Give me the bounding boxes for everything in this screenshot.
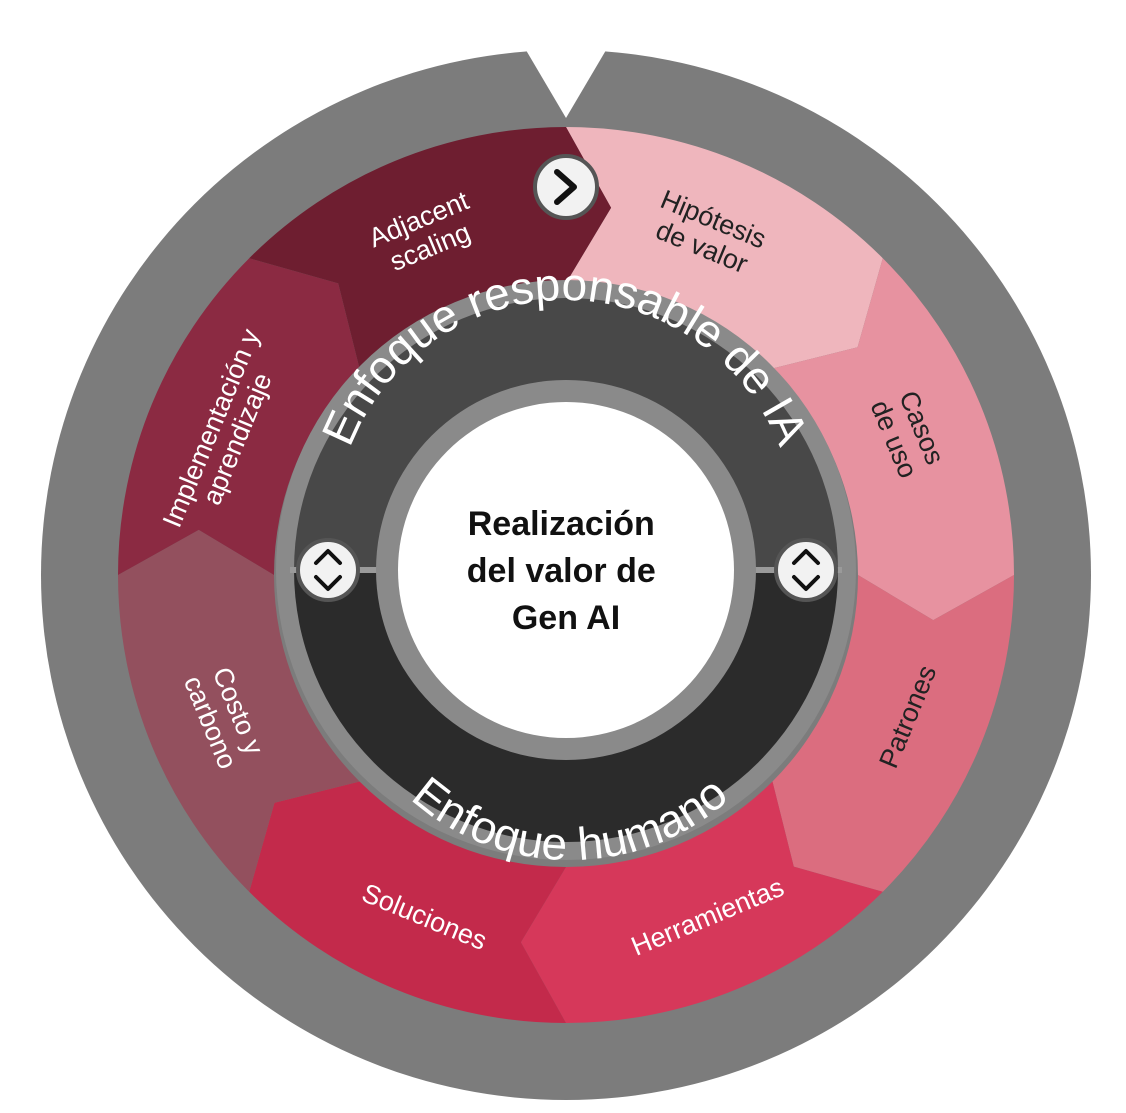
segment-wedge	[118, 529, 360, 892]
segment-wedge	[249, 781, 566, 1023]
segment-label: Adjacentscaling	[364, 185, 484, 281]
up-down-chevron-icon	[296, 538, 360, 602]
segment-wedge	[249, 127, 612, 369]
segment-wedge	[118, 258, 360, 575]
center-line-2: del valor de	[467, 552, 656, 590]
center-disc	[398, 402, 734, 738]
outer-ring-notch	[520, 40, 612, 118]
segment-wedge	[772, 575, 1014, 892]
center-line-1: Realización	[468, 505, 655, 543]
up-down-chevron-icon	[774, 538, 838, 602]
segment-wedge	[566, 127, 883, 369]
center-label: Realización del valor de Gen AI	[467, 505, 665, 637]
segment-wedge	[772, 258, 1014, 621]
center-line-3: Gen AI	[512, 599, 620, 637]
chevron-right-icon	[533, 154, 599, 220]
segment-wedge	[520, 781, 883, 1023]
